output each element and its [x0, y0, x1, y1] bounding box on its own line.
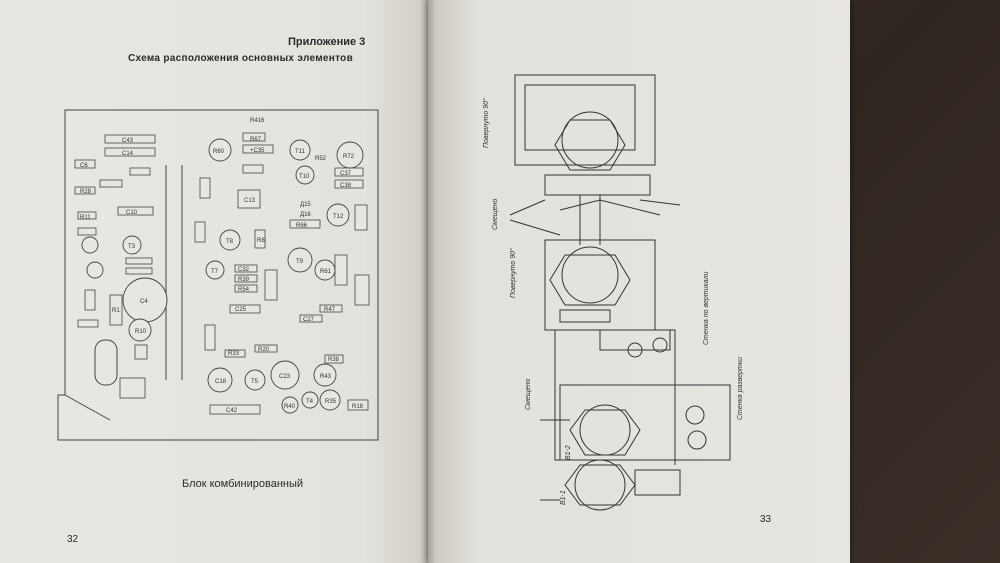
svg-text:С42: С42: [226, 408, 238, 414]
svg-text:R416: R416: [250, 118, 265, 124]
svg-text:Т5: Т5: [251, 379, 259, 385]
svg-text:R18: R18: [352, 404, 364, 410]
schematic-labels: Повернуто 90° Смещено Повернуто 90° Смещ…: [482, 98, 744, 505]
svg-text:Т12: Т12: [333, 214, 344, 220]
svg-text:R61: R61: [320, 269, 332, 275]
svg-text:С25: С25: [235, 307, 247, 313]
svg-text:+С35: +С35: [250, 148, 265, 154]
svg-text:R8: R8: [257, 238, 265, 244]
svg-text:С6: С6: [80, 163, 88, 169]
svg-text:R54: R54: [238, 287, 250, 293]
svg-text:Т9: Т9: [296, 259, 304, 265]
svg-text:Д15: Д15: [300, 202, 311, 208]
svg-text:Т11: Т11: [295, 149, 306, 155]
page-number-left: 32: [67, 534, 79, 545]
svg-text:С23: С23: [279, 374, 291, 380]
label-smeshcheno-bottom: Смещено: [525, 379, 532, 410]
right-page: [428, 0, 850, 563]
label-smeshcheno-top: Смещено: [492, 199, 499, 230]
label-vl2: В1-2: [565, 445, 572, 460]
svg-text:Т10: Т10: [299, 174, 310, 180]
book-fold: [420, 0, 436, 563]
svg-text:R11: R11: [80, 215, 91, 221]
svg-text:Т4: Т4: [306, 399, 314, 405]
svg-text:R60: R60: [213, 149, 225, 155]
tube-wiring-diagram: [509, 74, 731, 511]
svg-text:С27: С27: [303, 317, 315, 323]
svg-text:R28: R28: [80, 189, 92, 195]
board-components: [74, 132, 370, 415]
page-title: Схема расположения основных элементов: [128, 53, 354, 64]
svg-text:С18: С18: [215, 379, 227, 385]
svg-text:С43: С43: [122, 138, 134, 144]
appendix-heading: Приложение 3: [288, 36, 366, 48]
svg-text:Т7: Т7: [211, 269, 219, 275]
svg-text:R67: R67: [250, 137, 262, 143]
board-labels: С43 С14 R416 С6 R60 R67 +С35 R52 R72 Т11…: [80, 118, 364, 414]
label-povernuto-top: Повернуто 90°: [482, 98, 490, 148]
board-circles: [81, 138, 364, 414]
svg-text:R33: R33: [228, 351, 240, 357]
svg-text:Д16: Д16: [300, 212, 311, 218]
svg-text:Т8: Т8: [226, 239, 234, 245]
svg-text:С32: С32: [238, 267, 250, 273]
label-vertical-scan: Стенка по вертикали: [703, 271, 710, 345]
label-povernuto-mid: Повернуто 90°: [509, 248, 517, 298]
svg-text:С10: С10: [126, 210, 138, 216]
svg-text:R52: R52: [315, 156, 327, 162]
svg-text:С4: С4: [140, 299, 148, 305]
svg-text:R72: R72: [343, 154, 355, 160]
svg-text:С38: С38: [340, 183, 352, 189]
svg-text:R38: R38: [328, 357, 340, 363]
svg-text:R39: R39: [238, 277, 250, 283]
svg-text:С37: С37: [340, 171, 352, 177]
svg-text:С13: С13: [244, 198, 256, 204]
circuit-board-layout: [57, 109, 379, 441]
label-horizontal-scan: Стенка развертки: [737, 357, 744, 420]
svg-text:R35: R35: [325, 399, 337, 405]
svg-text:R43: R43: [320, 374, 332, 380]
svg-text:R66: R66: [296, 223, 308, 229]
label-vl1: В1-1: [560, 490, 567, 505]
svg-text:Т3: Т3: [128, 244, 136, 250]
page-number-right: 33: [760, 514, 772, 525]
svg-text:R10: R10: [135, 329, 147, 335]
figure-caption: Блок комбинированный: [182, 478, 304, 490]
svg-text:R40: R40: [284, 404, 296, 410]
svg-text:R47: R47: [324, 307, 336, 313]
svg-text:С14: С14: [122, 151, 134, 157]
svg-text:R20: R20: [258, 347, 270, 353]
svg-text:R1: R1: [112, 308, 120, 314]
